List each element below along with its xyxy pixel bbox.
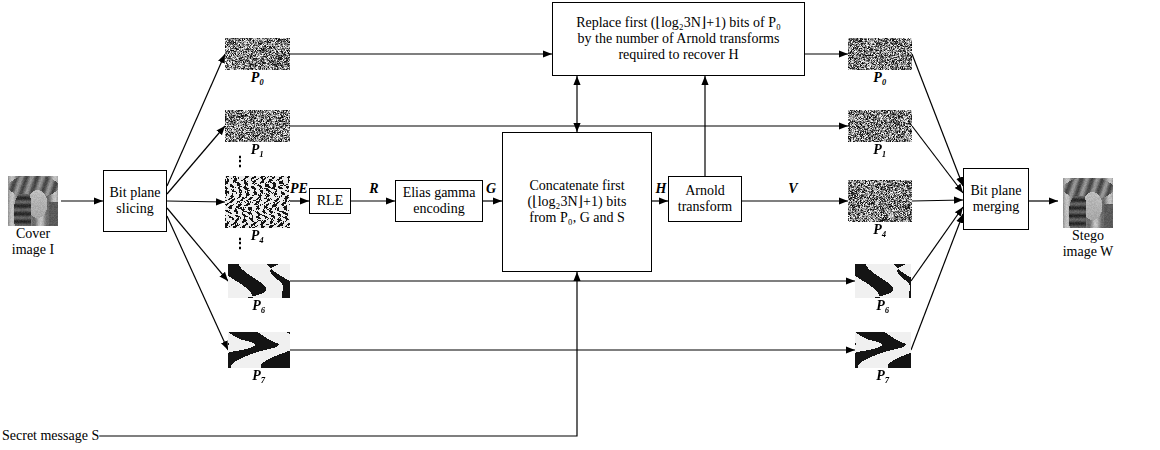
plane-label: P₇: [228, 368, 290, 384]
signal-label: PE: [289, 181, 309, 196]
flow-arrow: [742, 200, 848, 201]
process-box: RLE: [309, 188, 351, 214]
plane-label: P₆: [855, 298, 911, 314]
plane-label: P₀: [848, 70, 912, 86]
flow-arrow: [912, 54, 963, 186]
flow-arrow: [652, 200, 668, 201]
image-picture: [855, 264, 911, 298]
flow-arrow: [167, 54, 225, 186]
node-text: Arnold transform: [673, 183, 737, 215]
node-text: Replace first (⌊log₂3N⌋+1) bits of P₀ by…: [573, 15, 785, 63]
image-picture: [225, 110, 290, 142]
bit-plane-image: P₇: [228, 332, 290, 384]
plane-label: P₇: [855, 368, 911, 384]
bit-plane-image: P₆: [855, 264, 911, 314]
ellipsis-mark: ⋮: [233, 236, 247, 251]
bit-plane-image: P₄: [848, 180, 912, 238]
bit-plane-image: P₇: [855, 332, 911, 384]
process-box: Replace first (⌊log₂3N⌋+1) bits of P₀ by…: [552, 2, 805, 76]
flow-arrow: [167, 208, 228, 281]
node-text: Bit plane slicing: [108, 185, 162, 217]
input-text: Secret message S: [2, 428, 99, 444]
flow-arrow: [1029, 200, 1058, 201]
flow-arrow: [911, 207, 963, 281]
process-box: Elias gamma encoding: [395, 180, 483, 222]
signal-label: V: [787, 181, 798, 196]
plane-label: P₀: [225, 70, 290, 86]
flow-arrow: [805, 53, 848, 54]
image-picture: [8, 176, 58, 226]
flow-arrow: [167, 201, 225, 202]
flow-arrow: [290, 349, 855, 350]
stego-image: Stego image W: [1058, 178, 1118, 260]
process-box: Concatenate first (⌊log₂3N⌋+1) bits from…: [502, 132, 652, 272]
process-box: Bit plane merging: [963, 168, 1029, 230]
image-picture: [225, 176, 290, 228]
plane-label: P₁: [848, 142, 912, 158]
signal-label: R: [368, 181, 379, 196]
node-text: Cover image I: [5, 226, 61, 258]
image-picture: [855, 332, 911, 368]
signal-label: G: [485, 181, 497, 196]
flow-arrow: [576, 76, 577, 132]
plane-label: P₄: [848, 222, 912, 238]
flow-arrow: [167, 216, 228, 350]
image-picture: [228, 264, 290, 298]
flow-arrow: [912, 126, 963, 193]
bit-plane-image: P₆: [228, 264, 290, 314]
image-picture: [848, 38, 912, 70]
bit-plane-image: P₁: [225, 110, 290, 158]
process-box: Bit plane slicing: [103, 170, 167, 232]
ellipsis-mark: ⋮: [233, 154, 247, 169]
bit-plane-image: P₀: [225, 38, 290, 86]
image-picture: [848, 180, 912, 222]
bit-plane-image: P₁: [848, 110, 912, 158]
flow-arrow: [704, 76, 705, 176]
node-text: Bit plane merging: [968, 183, 1024, 215]
flow-arrow: [290, 200, 309, 201]
flow-arrow: [167, 126, 225, 194]
flow-arrow: [483, 200, 502, 201]
bit-plane-image: P₀: [848, 38, 912, 86]
process-box: Arnold transform: [668, 176, 742, 222]
flow-arrow: [912, 200, 963, 201]
image-picture: [1063, 178, 1113, 228]
image-picture: [228, 332, 290, 368]
flow-arrow: [290, 280, 855, 281]
node-text: Concatenate first (⌊log₂3N⌋+1) bits from…: [521, 178, 633, 226]
flow-arrow: [351, 200, 395, 201]
node-text: RLE: [317, 193, 343, 209]
flow-arrow: [911, 214, 963, 350]
bit-plane-image: P₄: [225, 176, 290, 244]
node-text: Stego image W: [1058, 228, 1118, 260]
signal-label: H: [655, 181, 668, 196]
image-picture: [225, 38, 290, 70]
flow-arrow: [290, 125, 848, 126]
flow-arrow: [61, 200, 103, 201]
node-text: Elias gamma encoding: [400, 185, 478, 217]
flow-arrow: [99, 272, 577, 436]
image-picture: [848, 110, 912, 142]
cover-image: Cover image I: [5, 176, 61, 258]
plane-label: P₆: [228, 298, 290, 314]
node-text: Secret message S: [2, 428, 99, 444]
flow-arrow: [290, 53, 552, 54]
